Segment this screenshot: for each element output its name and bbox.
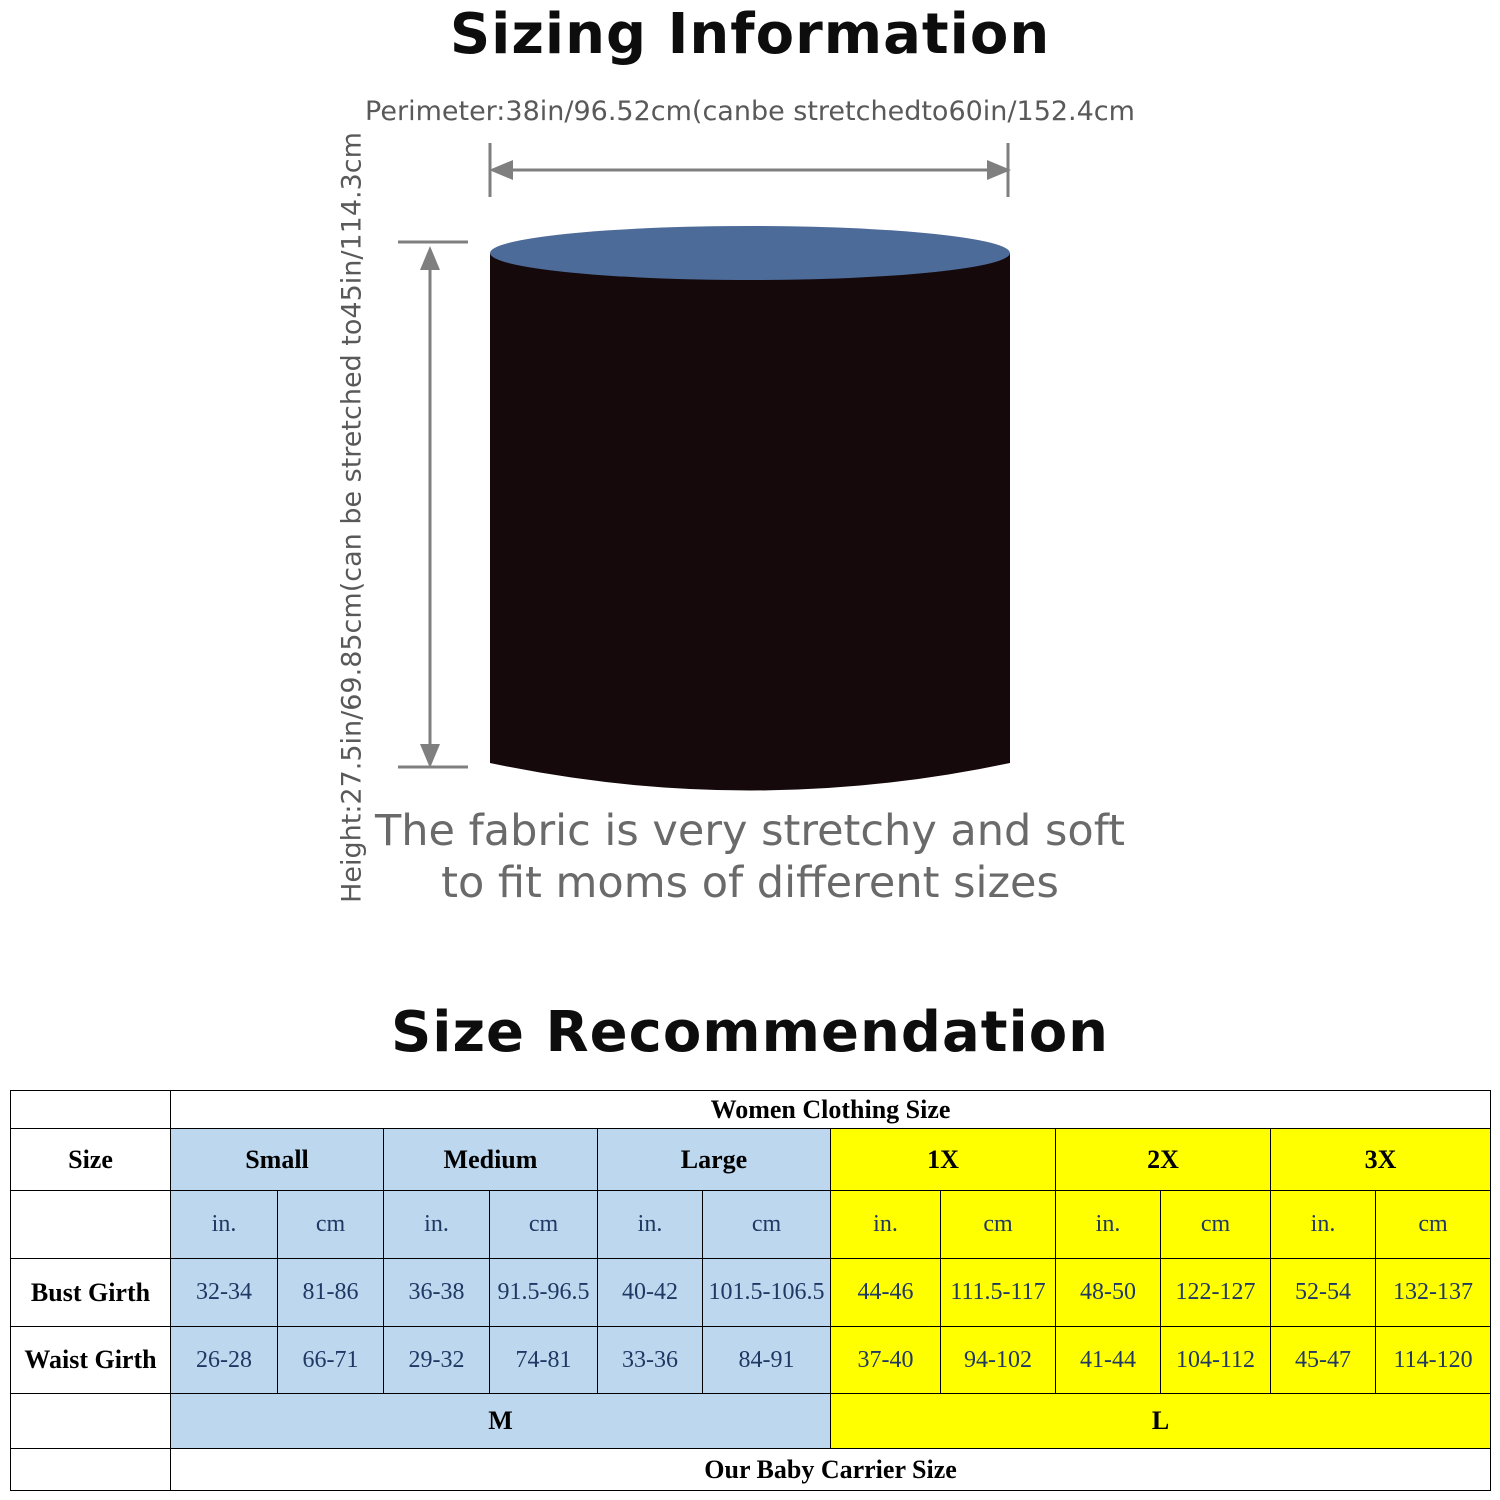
- table-cell: 84-91: [702, 1326, 831, 1394]
- table-cell: 114-120: [1374, 1326, 1492, 1394]
- size-table-wrapper: Women Clothing Size Size Small Medium La…: [10, 1090, 1492, 1491]
- unit-header: cm: [489, 1190, 598, 1259]
- table-corner-blank: [10, 1090, 171, 1129]
- carrier-row-blank: [10, 1393, 171, 1449]
- unit-header: cm: [702, 1190, 831, 1259]
- table-cell: 36-38: [383, 1258, 490, 1327]
- table-cell: 66-71: [277, 1326, 384, 1394]
- perimeter-arrow: [488, 143, 1011, 197]
- table-cell: 33-36: [597, 1326, 703, 1394]
- cylinder-diagram: [398, 143, 1011, 791]
- table-cell: 101.5-106.5: [702, 1258, 831, 1327]
- table-cell: 91.5-96.5: [489, 1258, 598, 1327]
- group-header-large: Large: [597, 1128, 831, 1191]
- bust-girth-row-label: Bust Girth: [10, 1258, 171, 1327]
- perimeter-dimension-label: Perimeter:38in/96.52cm(canbe stretchedto…: [365, 96, 1135, 127]
- table-cell: 37-40: [830, 1326, 941, 1394]
- table-cell: 48-50: [1055, 1258, 1161, 1327]
- units-row-blank-cell: [10, 1190, 171, 1259]
- unit-header: cm: [1374, 1190, 1492, 1259]
- group-header-1x: 1X: [830, 1128, 1056, 1191]
- cylinder-body: [490, 253, 1010, 791]
- unit-header: in.: [383, 1190, 490, 1259]
- table-cell: 52-54: [1270, 1258, 1376, 1327]
- table-cell: 104-112: [1160, 1326, 1271, 1394]
- unit-header: cm: [277, 1190, 384, 1259]
- height-arrow: [398, 240, 468, 769]
- group-header-2x: 2X: [1055, 1128, 1271, 1191]
- table-cell: 122-127: [1160, 1258, 1271, 1327]
- table-cell: 132-137: [1374, 1258, 1492, 1327]
- table-cell: 45-47: [1270, 1326, 1376, 1394]
- unit-header: in.: [1055, 1190, 1161, 1259]
- unit-header: in.: [170, 1190, 278, 1259]
- table-cell: 74-81: [489, 1326, 598, 1394]
- baby-carrier-size-header: Our Baby Carrier Size: [169, 1448, 1492, 1491]
- group-header-small: Small: [170, 1128, 384, 1191]
- table-cell: 41-44: [1055, 1326, 1161, 1394]
- unit-header: cm: [1160, 1190, 1271, 1259]
- women-clothing-size-header: Women Clothing Size: [169, 1090, 1492, 1129]
- table-cell: 94-102: [940, 1326, 1056, 1394]
- size-recommendation-title: Size Recommendation: [390, 1000, 1110, 1065]
- sizing-information-title: Sizing Information: [449, 2, 1051, 67]
- unit-header: in.: [830, 1190, 941, 1259]
- bottom-row-blank: [10, 1448, 171, 1491]
- carrier-size-m: M: [170, 1393, 831, 1449]
- fabric-caption-line2: to fit moms of different sizes: [441, 858, 1059, 908]
- table-cell: 81-86: [277, 1258, 384, 1327]
- table-cell: 40-42: [597, 1258, 703, 1327]
- carrier-size-l: L: [829, 1393, 1492, 1449]
- table-cell: 26-28: [170, 1326, 278, 1394]
- table-cell: 29-32: [383, 1326, 490, 1394]
- cylinder-top: [490, 226, 1010, 280]
- unit-header: in.: [1270, 1190, 1376, 1259]
- height-dimension-label: Height:27.5in/69.85cm(can be stretched t…: [336, 132, 368, 903]
- unit-header: in.: [597, 1190, 703, 1259]
- unit-header: cm: [940, 1190, 1056, 1259]
- table-cell: 32-34: [170, 1258, 278, 1327]
- size-table: Women Clothing Size Size Small Medium La…: [10, 1090, 1492, 1491]
- group-header-3x: 3X: [1269, 1128, 1492, 1191]
- fabric-caption-line1: The fabric is very stretchy and soft: [375, 806, 1125, 856]
- table-cell: 111.5-117: [940, 1258, 1056, 1327]
- size-row-label: Size: [10, 1128, 171, 1191]
- waist-girth-row-label: Waist Girth: [10, 1326, 171, 1394]
- group-header-medium: Medium: [383, 1128, 598, 1191]
- table-cell: 44-46: [830, 1258, 941, 1327]
